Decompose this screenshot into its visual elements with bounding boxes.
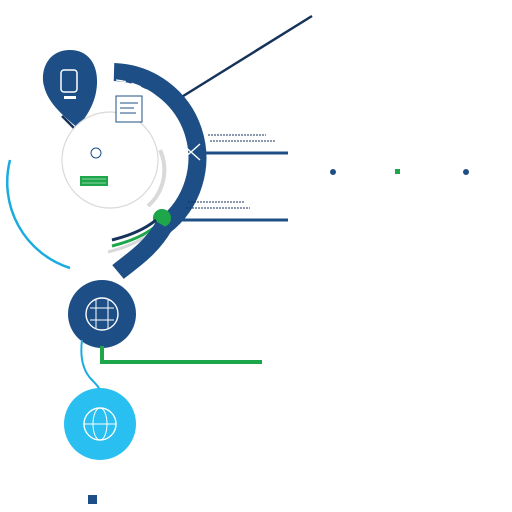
legend-dot-3 (463, 169, 469, 175)
inner-grey-arc (146, 149, 167, 208)
legend-swatch-2 (395, 169, 400, 174)
main-arc-outer (113, 63, 207, 234)
arc-to-circuit-connector (112, 221, 172, 279)
network-icon-line-2 (181, 143, 201, 161)
circuit-node (68, 280, 136, 348)
circuit-circle (68, 280, 136, 348)
legend (330, 169, 469, 175)
central-circle (61, 111, 159, 209)
legend-dot-1 (330, 169, 336, 175)
green-connector-line (100, 346, 262, 364)
document-icon (115, 95, 143, 123)
clock-icon (90, 147, 102, 159)
navy-stripe-1 (111, 218, 157, 242)
keyboard-icon (80, 176, 108, 186)
network-node (181, 143, 201, 161)
footer-swatch (88, 495, 97, 504)
smartphone-icon (60, 69, 78, 93)
cyan-left-arc (5, 159, 71, 270)
cyan-wire (80, 339, 101, 393)
document-sheet (115, 95, 143, 123)
main-arc-dashes (115, 79, 187, 217)
circuit-board-icon (85, 297, 119, 331)
pin-shape (43, 50, 98, 128)
diagonal-connector-line (179, 14, 313, 100)
globe-node (64, 388, 136, 460)
pin-label-bar (64, 96, 76, 99)
smartphone-pin (43, 50, 98, 128)
